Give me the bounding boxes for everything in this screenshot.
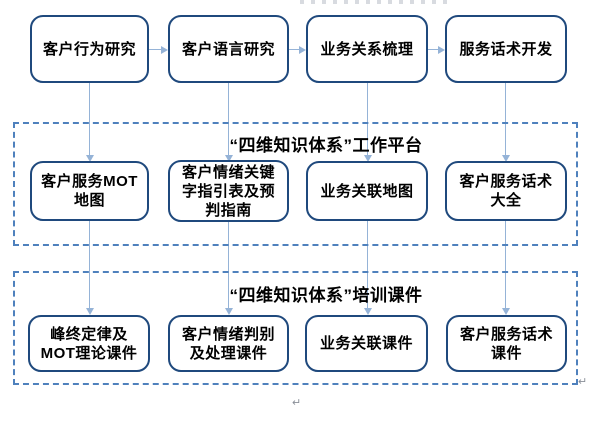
box-customer-behavior-research: 客户行为研究 — [30, 15, 149, 83]
box-label: 客户服务话术 课件 — [459, 325, 553, 362]
paragraph-return-mark: ↵ — [292, 397, 302, 409]
box-service-script-collection: 客户服务话术 大全 — [445, 161, 567, 221]
connector-line-col1-top — [89, 83, 90, 155]
arrowhead-down-col4-bottom — [502, 308, 510, 315]
connector-line-col2-top — [228, 83, 229, 155]
connector-line-col4-bottom — [505, 221, 506, 308]
connector-line-col4-top — [505, 83, 506, 155]
box-label: 服务话术开发 — [459, 40, 553, 58]
training-section-frame — [13, 271, 578, 385]
connector-line-col3-top — [367, 83, 368, 155]
training-section-title: “四维知识体系”培训课件 — [229, 286, 423, 305]
arrowhead-right-step3-4 — [438, 46, 445, 54]
connector-line-col3-bottom — [367, 221, 368, 308]
paragraph-return-mark: ↵ — [578, 376, 588, 388]
platform-section-frame — [13, 122, 578, 246]
box-customer-language-research: 客户语言研究 — [168, 15, 289, 83]
box-label: 客户服务MOT 地图 — [41, 173, 138, 209]
connector-line-col1-bottom — [89, 221, 90, 308]
box-peak-end-mot-courseware: 峰终定律及 MOT理论课件 — [28, 315, 150, 372]
box-business-relation-sorting: 业务关系梳理 — [306, 15, 428, 83]
box-label: 业务关联地图 — [320, 182, 414, 200]
connector-line-step3-4 — [428, 49, 439, 50]
arrowhead-right-step2-3 — [299, 46, 306, 54]
connector-line-step1-2 — [149, 49, 162, 50]
box-label: 客户情绪关键 字指引表及预 判指南 — [181, 163, 275, 219]
box-label: 客户情绪判别 及处理课件 — [181, 325, 275, 362]
box-business-association-courseware: 业务关联课件 — [305, 315, 428, 372]
box-emotion-keyword-guide: 客户情绪关键 字指引表及预 判指南 — [168, 160, 289, 222]
box-emotion-handling-courseware: 客户情绪判别 及处理课件 — [168, 315, 289, 372]
cropped-text-remnant — [300, 0, 452, 4]
box-business-association-map: 业务关联地图 — [306, 161, 428, 221]
arrowhead-down-col1-bottom — [86, 308, 94, 315]
connector-line-col2-bottom — [228, 221, 229, 308]
box-mot-map: 客户服务MOT 地图 — [30, 161, 149, 221]
arrowhead-down-col2-top — [225, 155, 233, 162]
box-service-script-development: 服务话术开发 — [445, 15, 567, 83]
arrowhead-down-col2-bottom — [225, 308, 233, 315]
box-label: 客户行为研究 — [42, 40, 136, 58]
platform-section-title: “四维知识体系”工作平台 — [229, 136, 423, 155]
arrowhead-down-col3-top — [364, 155, 372, 162]
arrowhead-down-col1-top — [86, 155, 94, 162]
box-label: 客户语言研究 — [181, 40, 275, 58]
box-label: 业务关联课件 — [319, 335, 413, 352]
box-label: 客户服务话术 大全 — [459, 173, 553, 209]
box-service-script-courseware: 客户服务话术 课件 — [446, 315, 567, 372]
arrowhead-down-col4-top — [502, 155, 510, 162]
arrowhead-down-col3-bottom — [364, 308, 372, 315]
box-label: 峰终定律及 MOT理论课件 — [40, 325, 138, 362]
box-label: 业务关系梳理 — [320, 40, 414, 58]
arrowhead-right-step1-2 — [161, 46, 168, 54]
connector-line-step2-3 — [289, 49, 300, 50]
